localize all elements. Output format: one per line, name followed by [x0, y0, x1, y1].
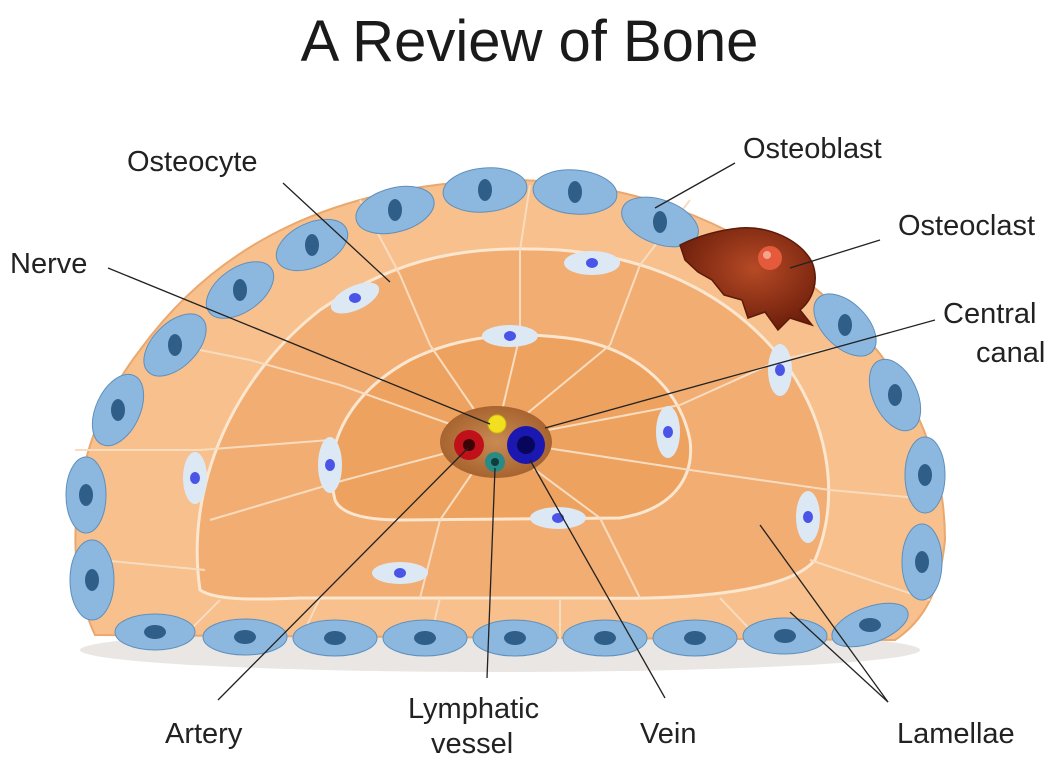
label-osteoblast: Osteoblast	[743, 133, 882, 166]
label-osteocyte: Osteocyte	[127, 146, 258, 179]
label-central-canal-line2: canal	[976, 337, 1045, 370]
label-vein: Vein	[640, 718, 696, 751]
osteocyte-cell	[768, 344, 792, 396]
osteoblast-cell	[902, 524, 942, 600]
osteoblast-cell	[203, 619, 287, 655]
osteoblast-cell	[66, 457, 106, 533]
osteoblast-cell	[563, 620, 647, 656]
central-canal	[440, 406, 552, 478]
osteoblast-cell	[473, 620, 557, 656]
osteocyte-cell	[796, 491, 820, 543]
label-lymphatic-line1: Lymphatic	[408, 693, 539, 726]
osteoblast-cell	[653, 620, 737, 656]
osteocyte-cell	[656, 406, 680, 458]
label-central-canal-line1: Central	[943, 298, 1037, 331]
osteocyte-cell	[318, 437, 342, 493]
osteoblast-cell	[905, 437, 945, 513]
label-osteoclast: Osteoclast	[898, 210, 1035, 243]
nerve-fiber	[488, 415, 506, 433]
osteoblast-cell	[743, 618, 827, 654]
osteoblast-cell	[383, 620, 467, 656]
osteocyte-cell	[183, 452, 207, 504]
osteocyte-cell	[372, 562, 428, 584]
label-lymphatic-line2: vessel	[431, 728, 513, 761]
osteoblast-cell	[293, 620, 377, 656]
osteoblast-cell	[115, 614, 195, 650]
label-nerve: Nerve	[10, 248, 87, 281]
label-artery: Artery	[165, 718, 242, 751]
osteoblast-cell	[70, 540, 114, 620]
osteocyte-cell	[482, 325, 538, 347]
osteocyte-cell	[564, 251, 620, 275]
label-lamellae: Lamellae	[897, 718, 1015, 751]
